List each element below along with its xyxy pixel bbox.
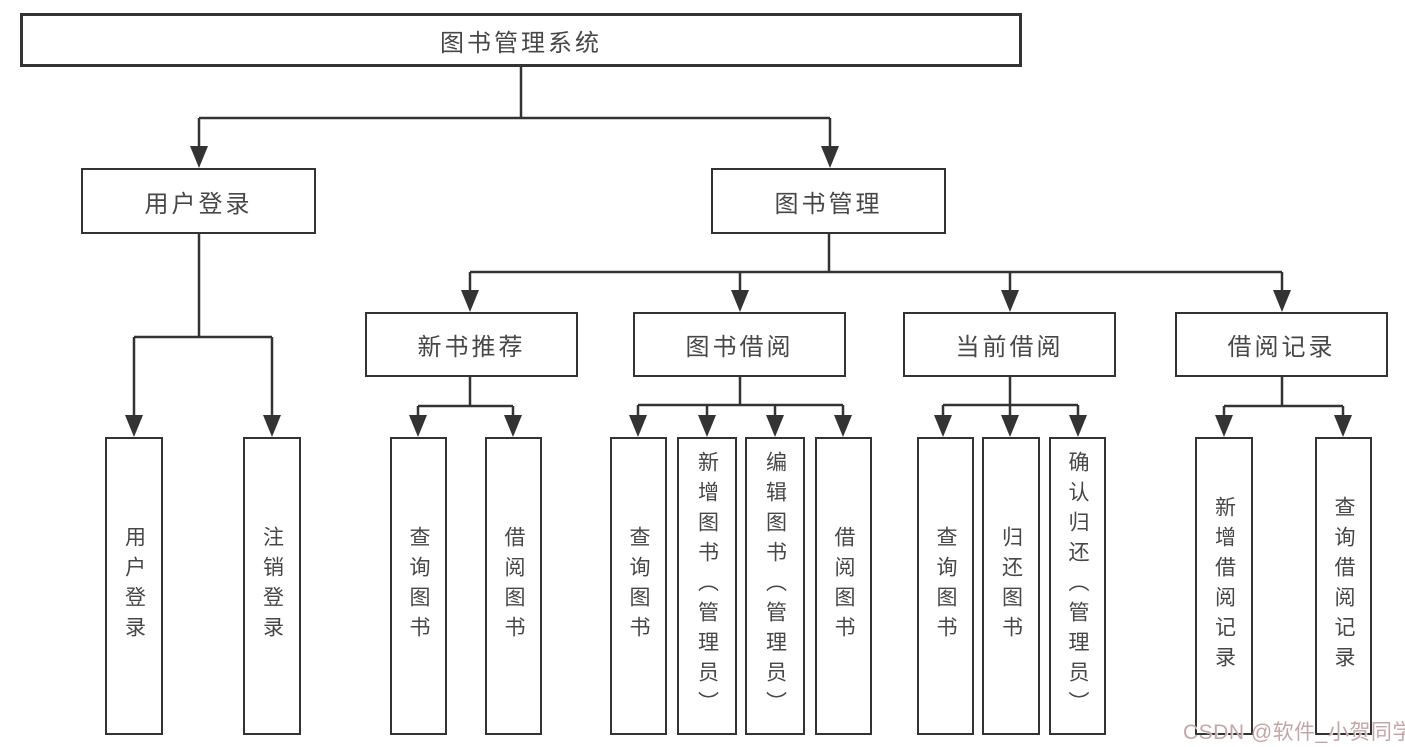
node-user-login: 用户登录 bbox=[81, 168, 316, 234]
leaf-query-books-current: 查询图书 bbox=[917, 437, 974, 735]
leaf-logout: 注销登录 bbox=[243, 437, 301, 735]
leaf-user-login: 用户登录 bbox=[105, 437, 163, 735]
node-library-management-system: 图书管理系统 bbox=[20, 13, 1022, 67]
leaf-query-books-recommend: 查询图书 bbox=[390, 437, 447, 735]
node-new-book-recommendation: 新书推荐 bbox=[365, 312, 578, 377]
node-current-borrowing: 当前借阅 bbox=[903, 312, 1116, 377]
csdn-watermark: CSDN @软件_小贺同学 bbox=[1183, 721, 1405, 744]
leaf-borrow-books-recommend: 借阅图书 bbox=[485, 437, 542, 735]
leaf-add-borrow-record: 新增借阅记录 bbox=[1195, 437, 1253, 735]
leaf-query-borrow-record: 查询借阅记录 bbox=[1315, 437, 1372, 735]
node-borrowing-records: 借阅记录 bbox=[1175, 312, 1388, 377]
leaf-borrow-books-borrowing: 借阅图书 bbox=[815, 437, 872, 735]
leaf-query-books-borrowing: 查询图书 bbox=[610, 437, 667, 735]
arrowheads bbox=[125, 146, 1352, 437]
leaf-confirm-return-admin: 确认归还（管理员） bbox=[1049, 437, 1106, 735]
node-book-management: 图书管理 bbox=[711, 168, 946, 234]
leaf-edit-book-admin: 编辑图书（管理员） bbox=[745, 437, 805, 735]
node-book-borrowing: 图书借阅 bbox=[633, 312, 846, 377]
leaf-return-book: 归还图书 bbox=[982, 437, 1040, 735]
leaf-add-book-admin: 新增图书（管理员） bbox=[677, 437, 737, 735]
